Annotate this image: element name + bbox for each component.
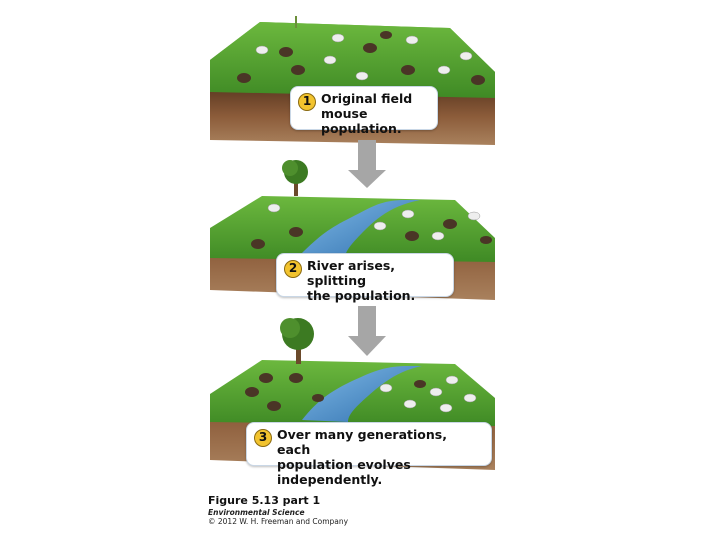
- arrow-down-1: [348, 140, 386, 188]
- step-3-line-1: Over many generations, each: [277, 427, 483, 457]
- step-2-line-2: the population.: [307, 288, 445, 303]
- step-1-label: 1 Original field mouse population.: [290, 86, 438, 130]
- arrow-down-2: [348, 306, 386, 356]
- step-3-number: 3: [254, 429, 272, 447]
- step-2-label: 2 River arises, splitting the population…: [276, 253, 454, 297]
- panel-2-tree: [282, 160, 308, 196]
- step-2-number: 2: [284, 260, 302, 278]
- step-3-line-2: population evolves independently.: [277, 457, 483, 487]
- panel-3-tree: [280, 318, 314, 364]
- step-1-line-2: mouse population.: [321, 106, 429, 136]
- figure-caption: Figure 5.13 part 1 Environmental Science…: [208, 494, 348, 526]
- figure-number: Figure 5.13 part 1: [208, 494, 348, 507]
- step-1-line-1: Original field: [321, 91, 429, 106]
- step-3-label: 3 Over many generations, each population…: [246, 422, 492, 466]
- copyright-line: © 2012 W. H. Freeman and Company: [208, 517, 348, 526]
- step-2-line-1: River arises, splitting: [307, 258, 445, 288]
- step-1-number: 1: [298, 93, 316, 111]
- book-title: Environmental Science: [208, 508, 348, 517]
